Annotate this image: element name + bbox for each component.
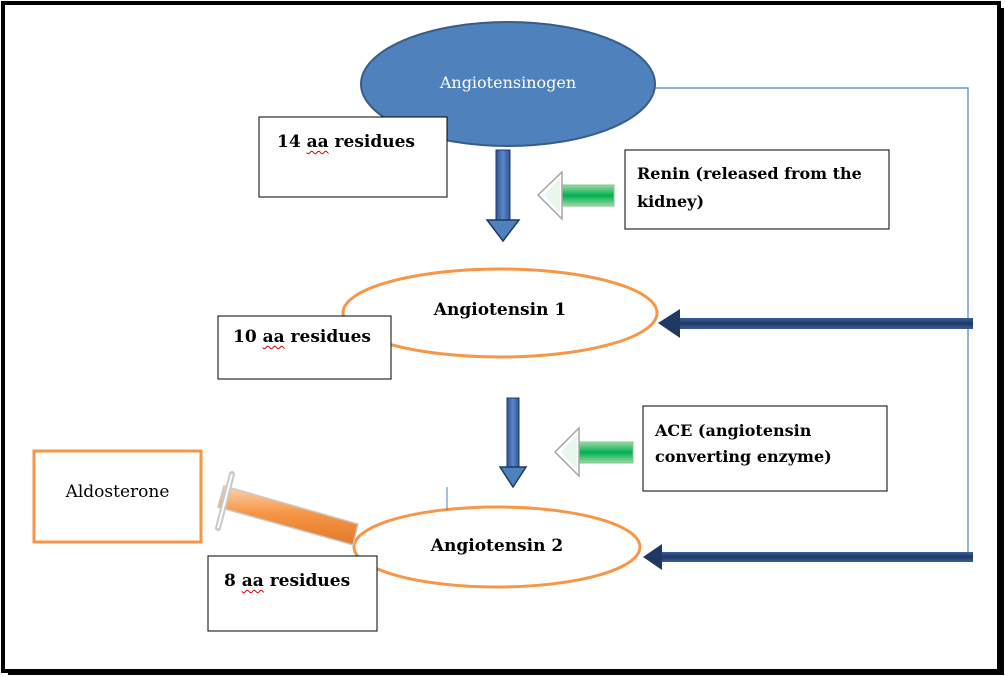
residue-8-num: 8 xyxy=(224,571,236,591)
residue-8-aa: aa xyxy=(241,571,264,591)
renin-label-line2: kidney) xyxy=(637,192,705,211)
down-arrow-2 xyxy=(498,397,528,489)
aldosterone-label: Aldosterone xyxy=(65,482,170,502)
angiotensin2-ellipse xyxy=(352,505,642,589)
frame-shadow xyxy=(8,670,1003,675)
angiotensinogen-label: Angiotensinogen xyxy=(439,73,577,92)
residue-box-14 xyxy=(258,116,448,198)
feedback-arrow-1 xyxy=(658,309,973,338)
down-arrow-1 xyxy=(485,149,521,243)
residue-10-rest: residues xyxy=(290,327,371,347)
ace-label-line2: converting enzyme) xyxy=(655,447,832,466)
angiotensin2-label: Angiotensin 2 xyxy=(430,536,564,556)
angiotensinogen-ellipse xyxy=(360,21,656,147)
residue-10-num: 10 xyxy=(233,327,257,347)
aldosterone-box xyxy=(32,449,203,544)
angiotensin1-ellipse xyxy=(341,267,659,359)
residue-14-rest: residues xyxy=(334,132,415,152)
residue-10-aa: aa xyxy=(262,327,285,347)
residue-14-num: 14 xyxy=(277,132,301,152)
renin-box xyxy=(624,149,890,230)
frame-shadow-side xyxy=(999,8,1004,675)
residue-box-10 xyxy=(217,315,392,380)
residue-box-8 xyxy=(207,555,378,632)
renin-label: Renin (released from the kidney) xyxy=(637,160,862,216)
ace-box xyxy=(642,405,888,492)
residue-14-aa: aa xyxy=(306,132,329,152)
ace-label-line1: ACE (angiotensin xyxy=(655,421,812,440)
inhibition-bar xyxy=(215,471,359,546)
residue-label-10: 10 aa residues xyxy=(233,327,371,348)
renin-green-arrow xyxy=(536,170,615,221)
renin-label-line1: Renin (released from the xyxy=(637,164,862,183)
residue-label-8: 8 aa residues xyxy=(224,571,350,592)
residue-8-rest: residues xyxy=(269,571,351,591)
angiotensin1-label: Angiotensin 1 xyxy=(433,300,567,320)
ace-label: ACE (angiotensin converting enzyme) xyxy=(655,418,832,470)
ace-green-arrow xyxy=(553,426,634,478)
residue-label-14: 14 aa residues xyxy=(277,132,415,153)
feedback-line xyxy=(655,87,969,557)
feedback-arrow-2 xyxy=(643,544,973,570)
